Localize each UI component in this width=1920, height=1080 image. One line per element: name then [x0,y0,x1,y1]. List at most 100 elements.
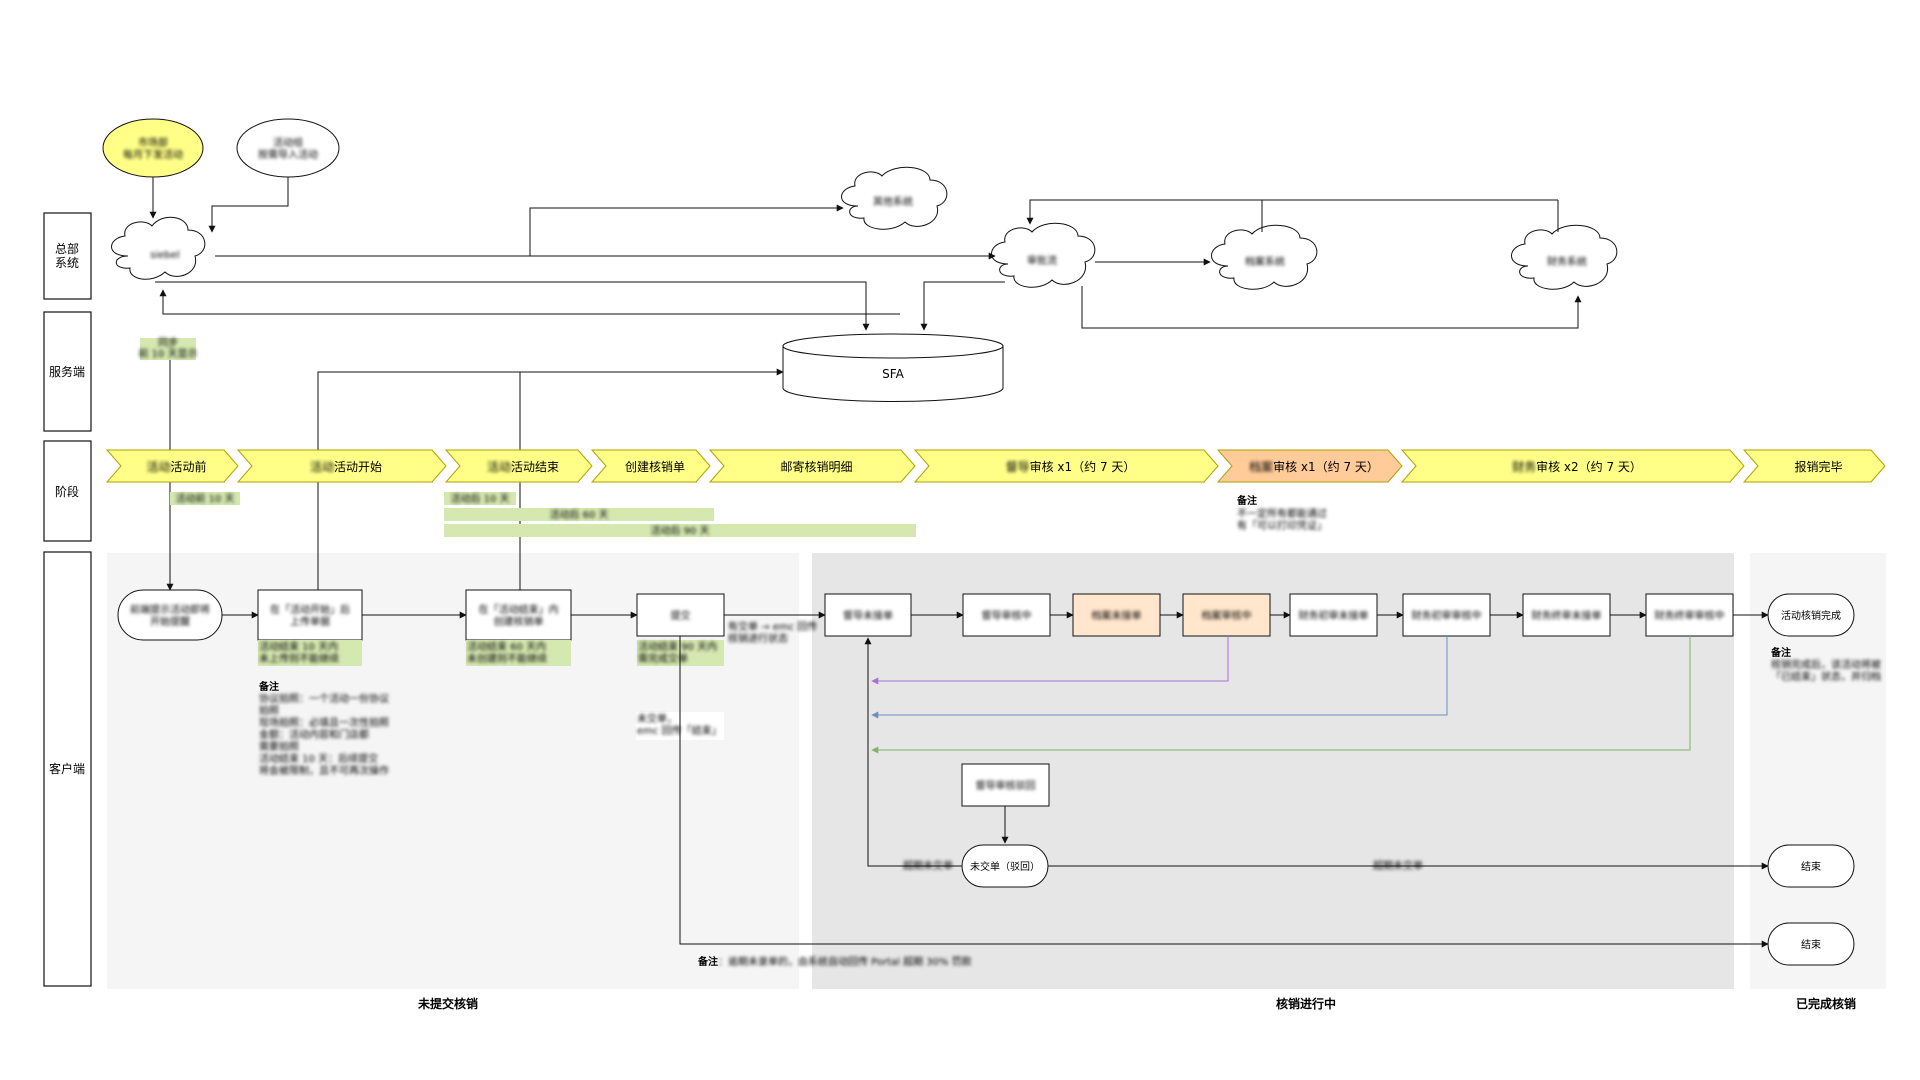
sync-note: 同步前 10 天显示 [138,337,197,360]
reject-line-finance2 [871,636,1691,754]
phase-7: 档案审核 x1（约 7 天） [1216,449,1403,483]
node-submit: 提交 [636,593,725,637]
submit-deadline: 活动结束 90 天内需完成交单 [638,640,717,665]
node-finance1-pending: 财务初审未接单 [1289,593,1378,637]
node-finance2-review: 财务终审审核中 [1645,593,1734,637]
node-rejected: 未交单（驳回） [961,844,1049,888]
cloud-siebel: siebel [111,216,206,280]
node-done: 活动核销完成 [1767,593,1855,637]
sfa-label: SFA [882,367,904,381]
node-archive-review: 档案审核中 [1182,593,1271,637]
node-archive-review-label: 档案审核中 [1202,609,1252,622]
sync-note-bg [140,338,196,360]
phase-3: 活动活动结束 [444,449,593,483]
yellow-ellipse: 市场部每月下发活动 [102,118,204,178]
not-submitted-note: 未交单，emc 回传「结束」 [637,712,722,737]
node-upload-label: 在「活动开始」后上传单据 [270,603,350,628]
end-a-note: 活动后 10 天 [450,493,509,505]
phase-6: 督导审核 x1（约 7 天） [913,449,1219,483]
sfa-database: SFA [782,333,1004,402]
phase-4: 创建核销单 [590,449,711,483]
section-in-progress: 核销进行中 [1276,996,1336,1011]
node-end-1-label: 结束 [1801,860,1821,873]
node-reject-box: 督导审核驳回 [961,763,1050,807]
section-completed: 已完成核销 [1796,996,1856,1011]
svg-text:财务系统: 财务系统 [1547,255,1587,268]
svg-text:活动组按需导入活动: 活动组按需导入活动 [258,136,318,161]
node-upload: 在「活动开始」后上传单据 [257,589,363,641]
node-supervisor-review-label: 督导审核中 [982,609,1032,622]
node-rejected-label: 未交单（驳回） [970,860,1040,873]
lane-stage: 阶段 [43,440,92,542]
node-create: 在「活动结束」内创建核销单 [465,589,572,641]
before-note: 活动前 10 天 [175,492,234,505]
node-finance2-pending-label: 财务终审未接单 [1532,609,1602,622]
create-deadline-bg [466,640,571,666]
archive-note-title: 备注 [1236,494,1257,507]
lane-hq-label: 总部系统 [55,241,79,270]
phase-label: 活动活动结束 [487,460,559,474]
node-supervisor-pending: 督导未接单 [824,593,912,637]
upload-remark: 协议拍照：一个活动一份协议拍照现场拍照：必填且一次性拍照金额：活动内容和门店都需… [259,692,389,777]
phase-label: 创建核销单 [625,460,685,474]
node-end-2-label: 结束 [1801,938,1821,951]
done-remark-title: 备注 [1770,646,1791,659]
bottom-note: 备注：逾期未录单的，由系统自动回传 Portal 超期 30% 罚款 [697,955,972,968]
phase-label: 活动活动开始 [310,460,382,474]
lane-server: 服务端 [43,311,92,432]
lane-server-label: 服务端 [49,364,85,379]
node-create-label: 在「活动结束」内创建核销单 [479,603,559,628]
end-b-note-bg [444,508,714,521]
lane-client-label: 客户端 [49,761,85,776]
phase-1: 活动活动前 [105,449,239,483]
before-note-bg [170,492,240,505]
node-finance1-review: 财务初审审核中 [1402,593,1491,637]
cloud-approval: 审批流 [991,222,1096,288]
white-ellipse: 活动组按需导入活动 [236,118,340,178]
node-reject-box-label: 督导审核驳回 [976,779,1036,792]
cloud-finance: 财务系统 [1511,224,1618,290]
phase-label: 活动活动前 [146,459,206,474]
end-b-note: 活动后 60 天 [549,509,608,521]
node-finance2-pending: 财务终审未接单 [1522,593,1611,637]
phase-label: 报销完毕 [1794,459,1842,474]
reject-line-archive [871,636,1229,685]
svg-text:档案系统: 档案系统 [1245,255,1285,268]
node-done-label: 活动核销完成 [1781,609,1841,622]
phase-8: 财务审核 x2（约 7 天） [1400,449,1745,483]
node-start-label: 前端提示活动即将开始提醒 [130,603,210,628]
node-finance2-review-label: 财务终审审核中 [1655,609,1725,622]
node-end-2: 结束 [1767,922,1855,966]
node-end-1: 结束 [1767,844,1855,888]
svg-text:审批流: 审批流 [1027,254,1057,267]
archive-note-body: 不一定所有都能通过有「可以打印凭证」 [1237,507,1327,532]
svg-text:其他系统: 其他系统 [873,195,913,208]
siebel-label: siebel [150,250,179,261]
end-c-note-bg [444,524,916,537]
node-finance1-review-label: 财务初审审核中 [1412,609,1482,622]
reject-line-finance1 [871,636,1448,719]
phase-2: 活动活动开始 [236,449,447,483]
upload-deadline: 活动结束 10 天内未上传则不能继续 [259,640,339,665]
phase-label: 督导审核 x1（约 7 天） [1006,459,1136,474]
node-archive-pending: 档案未接单 [1072,593,1161,637]
node-finance1-pending-label: 财务初审未接单 [1299,609,1369,622]
phase-label: 档案审核 x1（约 7 天） [1249,459,1379,474]
flow-note: 有交单 → emc 回传核销进行状态 [728,620,817,645]
client-connectors [222,611,1769,948]
node-start: 前端提示活动即将开始提醒 [117,589,223,641]
svg-text:市场部每月下发活动: 市场部每月下发活动 [123,136,183,161]
section-not-submitted: 未提交核销 [417,996,478,1011]
done-remark: 核销完成后，该活动将被「已结束」状态，并归档 [1771,658,1881,683]
upload-remark-title: 备注 [258,680,279,693]
node-supervisor-review: 督导审核中 [962,593,1051,637]
cloud-archive: 档案系统 [1211,224,1318,290]
phase-label: 邮寄核销明细 [780,459,852,474]
cloud-top: 其他系统 [841,166,948,230]
phase-label: 财务审核 x2（约 7 天） [1512,459,1642,474]
lane-stage-label: 阶段 [55,484,79,499]
phase-9: 报销完毕 [1742,449,1886,483]
node-supervisor-pending-label: 督导未接单 [843,609,893,622]
